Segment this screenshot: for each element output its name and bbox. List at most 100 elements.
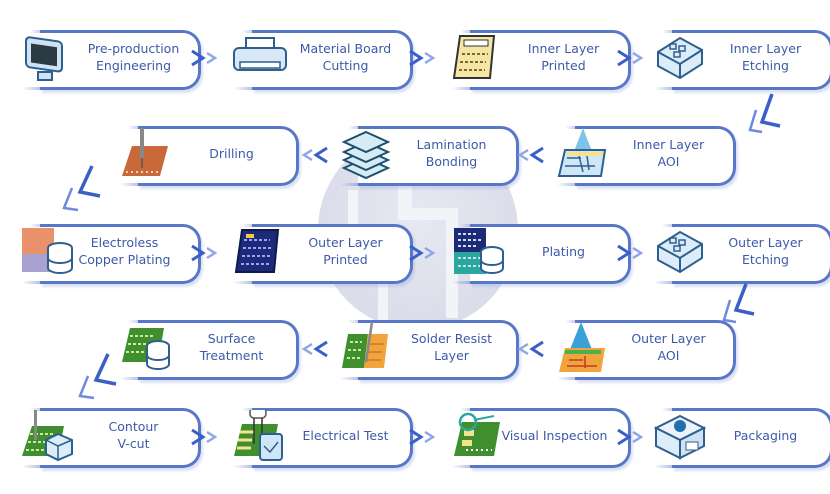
step-label-line1: Inner Layer <box>729 41 802 56</box>
step-label: Electroless Copper Plating <box>50 224 199 278</box>
chevron-left-double-icon <box>514 339 546 359</box>
step-label: Outer Layer Etching <box>700 224 830 278</box>
process-step-inner-layer-printed: Inner Layer Printed <box>450 30 635 92</box>
process-step-drilling: Drilling <box>118 126 303 188</box>
stacked-layers-icon <box>338 128 394 180</box>
step-label: Solder Resist Layer <box>386 320 517 374</box>
step-label-line1: Outer Layer <box>631 331 706 346</box>
step-card <box>654 30 830 90</box>
process-step-outer-layer-printed: Outer Layer Printed <box>232 224 417 286</box>
process-step-plating: Plating <box>450 224 635 286</box>
printer-icon <box>232 32 288 84</box>
process-step-visual-inspection: Visual Inspection <box>450 408 635 470</box>
step-label: Inner Layer Printed <box>498 30 629 84</box>
scanner-beam-icon <box>555 322 611 374</box>
package-box-icon <box>652 410 708 462</box>
step-label-line2: Etching <box>742 58 789 73</box>
chevron-left-double-icon <box>514 145 546 165</box>
step-label: Contour V-cut <box>68 408 199 462</box>
chevron-down-left-double-icon <box>712 282 760 326</box>
plating-board-database-icon <box>450 226 506 278</box>
step-card <box>340 126 519 186</box>
step-label-line2: Engineering <box>96 58 171 73</box>
step-label: Inner Layer Etching <box>700 30 830 84</box>
process-step-electrical-test: Electrical Test <box>232 407 417 470</box>
process-step-packaging: Packaging <box>652 408 830 470</box>
step-label: Pre-production Engineering <box>68 30 199 84</box>
step-label: Drilling <box>166 126 297 180</box>
step-label-line2: Printed <box>541 58 586 73</box>
scanner-beam-icon <box>555 128 611 180</box>
step-label: Inner Layer AOI <box>603 126 734 180</box>
step-label-line2: Printed <box>323 252 368 267</box>
circuit-trace <box>398 208 458 220</box>
process-step-pre-production-engineering: Pre-production Engineering <box>20 30 205 92</box>
step-label-line1: Visual Inspection <box>501 427 608 443</box>
test-probe-board-icon <box>232 407 288 462</box>
chevron-right-double-icon <box>408 243 440 263</box>
step-label-line1: Surface <box>207 331 256 346</box>
process-step-outer-layer-aoi: Outer Layer AOI <box>555 320 740 382</box>
step-label-line2: Etching <box>742 252 789 267</box>
step-label-line1: Electrical Test <box>302 427 389 443</box>
chevron-left-double-icon <box>298 339 330 359</box>
process-step-outer-layer-etching: Outer Layer Etching <box>652 224 830 286</box>
process-step-surface-treatment: Surface Treatment <box>118 320 303 382</box>
process-step-electroless-copper-plating: Electroless Copper Plating <box>20 224 205 286</box>
step-label-line1: Inner Layer <box>632 137 705 152</box>
step-label-line1: Material Board <box>299 41 392 56</box>
chevron-left-double-icon <box>298 145 330 165</box>
step-label-line1: Drilling <box>209 145 254 161</box>
circuit-trace <box>348 190 358 230</box>
step-label-line1: Plating <box>542 243 585 259</box>
step-label-line2: AOI <box>657 348 680 363</box>
solder-board-icon <box>338 321 394 374</box>
process-step-inner-layer-aoi: Inner Layer AOI <box>555 126 740 188</box>
process-step-solder-resist-layer: Solder Resist Layer <box>338 320 523 382</box>
step-label: Material Board Cutting <box>280 30 411 84</box>
copper-board-database-icon <box>20 226 76 278</box>
step-label: Lamination Bonding <box>386 126 517 180</box>
process-step-material-board-cutting: Material Board Cutting <box>232 30 417 92</box>
chevron-right-double-icon <box>408 48 440 68</box>
step-label: Outer Layer Printed <box>280 224 411 278</box>
chevron-right-double-icon <box>190 427 222 447</box>
monitor-icon <box>20 32 76 84</box>
circuit-board-icon <box>450 32 506 84</box>
step-label-line1: Outer Layer <box>728 235 803 250</box>
step-label: Surface Treatment <box>166 320 297 374</box>
chevron-right-double-icon <box>408 427 440 447</box>
dark-circuit-board-icon <box>232 226 288 278</box>
green-board-database-icon <box>118 322 174 374</box>
step-label: Electrical Test <box>280 408 411 462</box>
step-label-line1: Electroless <box>90 235 159 250</box>
step-label-line1: Contour <box>108 419 159 434</box>
step-label-line2: Cutting <box>322 58 369 73</box>
step-label: Outer Layer AOI <box>603 320 734 374</box>
chevron-down-left-double-icon <box>738 92 786 136</box>
step-label-line1: Outer Layer <box>308 235 383 250</box>
step-label-line1: Lamination <box>416 137 487 152</box>
step-label-line2: Copper Plating <box>78 252 171 267</box>
step-label-line1: Pre-production <box>87 41 180 56</box>
chevron-right-double-icon <box>616 48 648 68</box>
step-label: Visual Inspection <box>480 408 629 462</box>
process-step-inner-layer-etching: Inner Layer Etching <box>652 30 830 92</box>
step-card <box>452 30 631 90</box>
chevron-right-double-icon <box>190 48 222 68</box>
isometric-block-icon <box>652 32 708 84</box>
step-label: Plating <box>498 224 629 278</box>
step-label-line2: V-cut <box>117 436 150 451</box>
process-step-lamination-bonding: Lamination Bonding <box>338 126 523 188</box>
step-card <box>234 30 413 90</box>
magnifier-board-icon <box>450 410 506 462</box>
step-label-line1: Packaging <box>733 427 798 443</box>
step-card <box>22 30 201 90</box>
step-label-line1: Solder Resist <box>410 331 492 346</box>
chevron-right-double-icon <box>616 427 648 447</box>
step-label-line1: Inner Layer <box>527 41 600 56</box>
process-step-contour-v-cut: Contour V-cut <box>20 408 205 470</box>
drill-board-icon <box>118 128 174 180</box>
step-card <box>120 320 299 380</box>
step-label: Packaging <box>700 408 830 462</box>
